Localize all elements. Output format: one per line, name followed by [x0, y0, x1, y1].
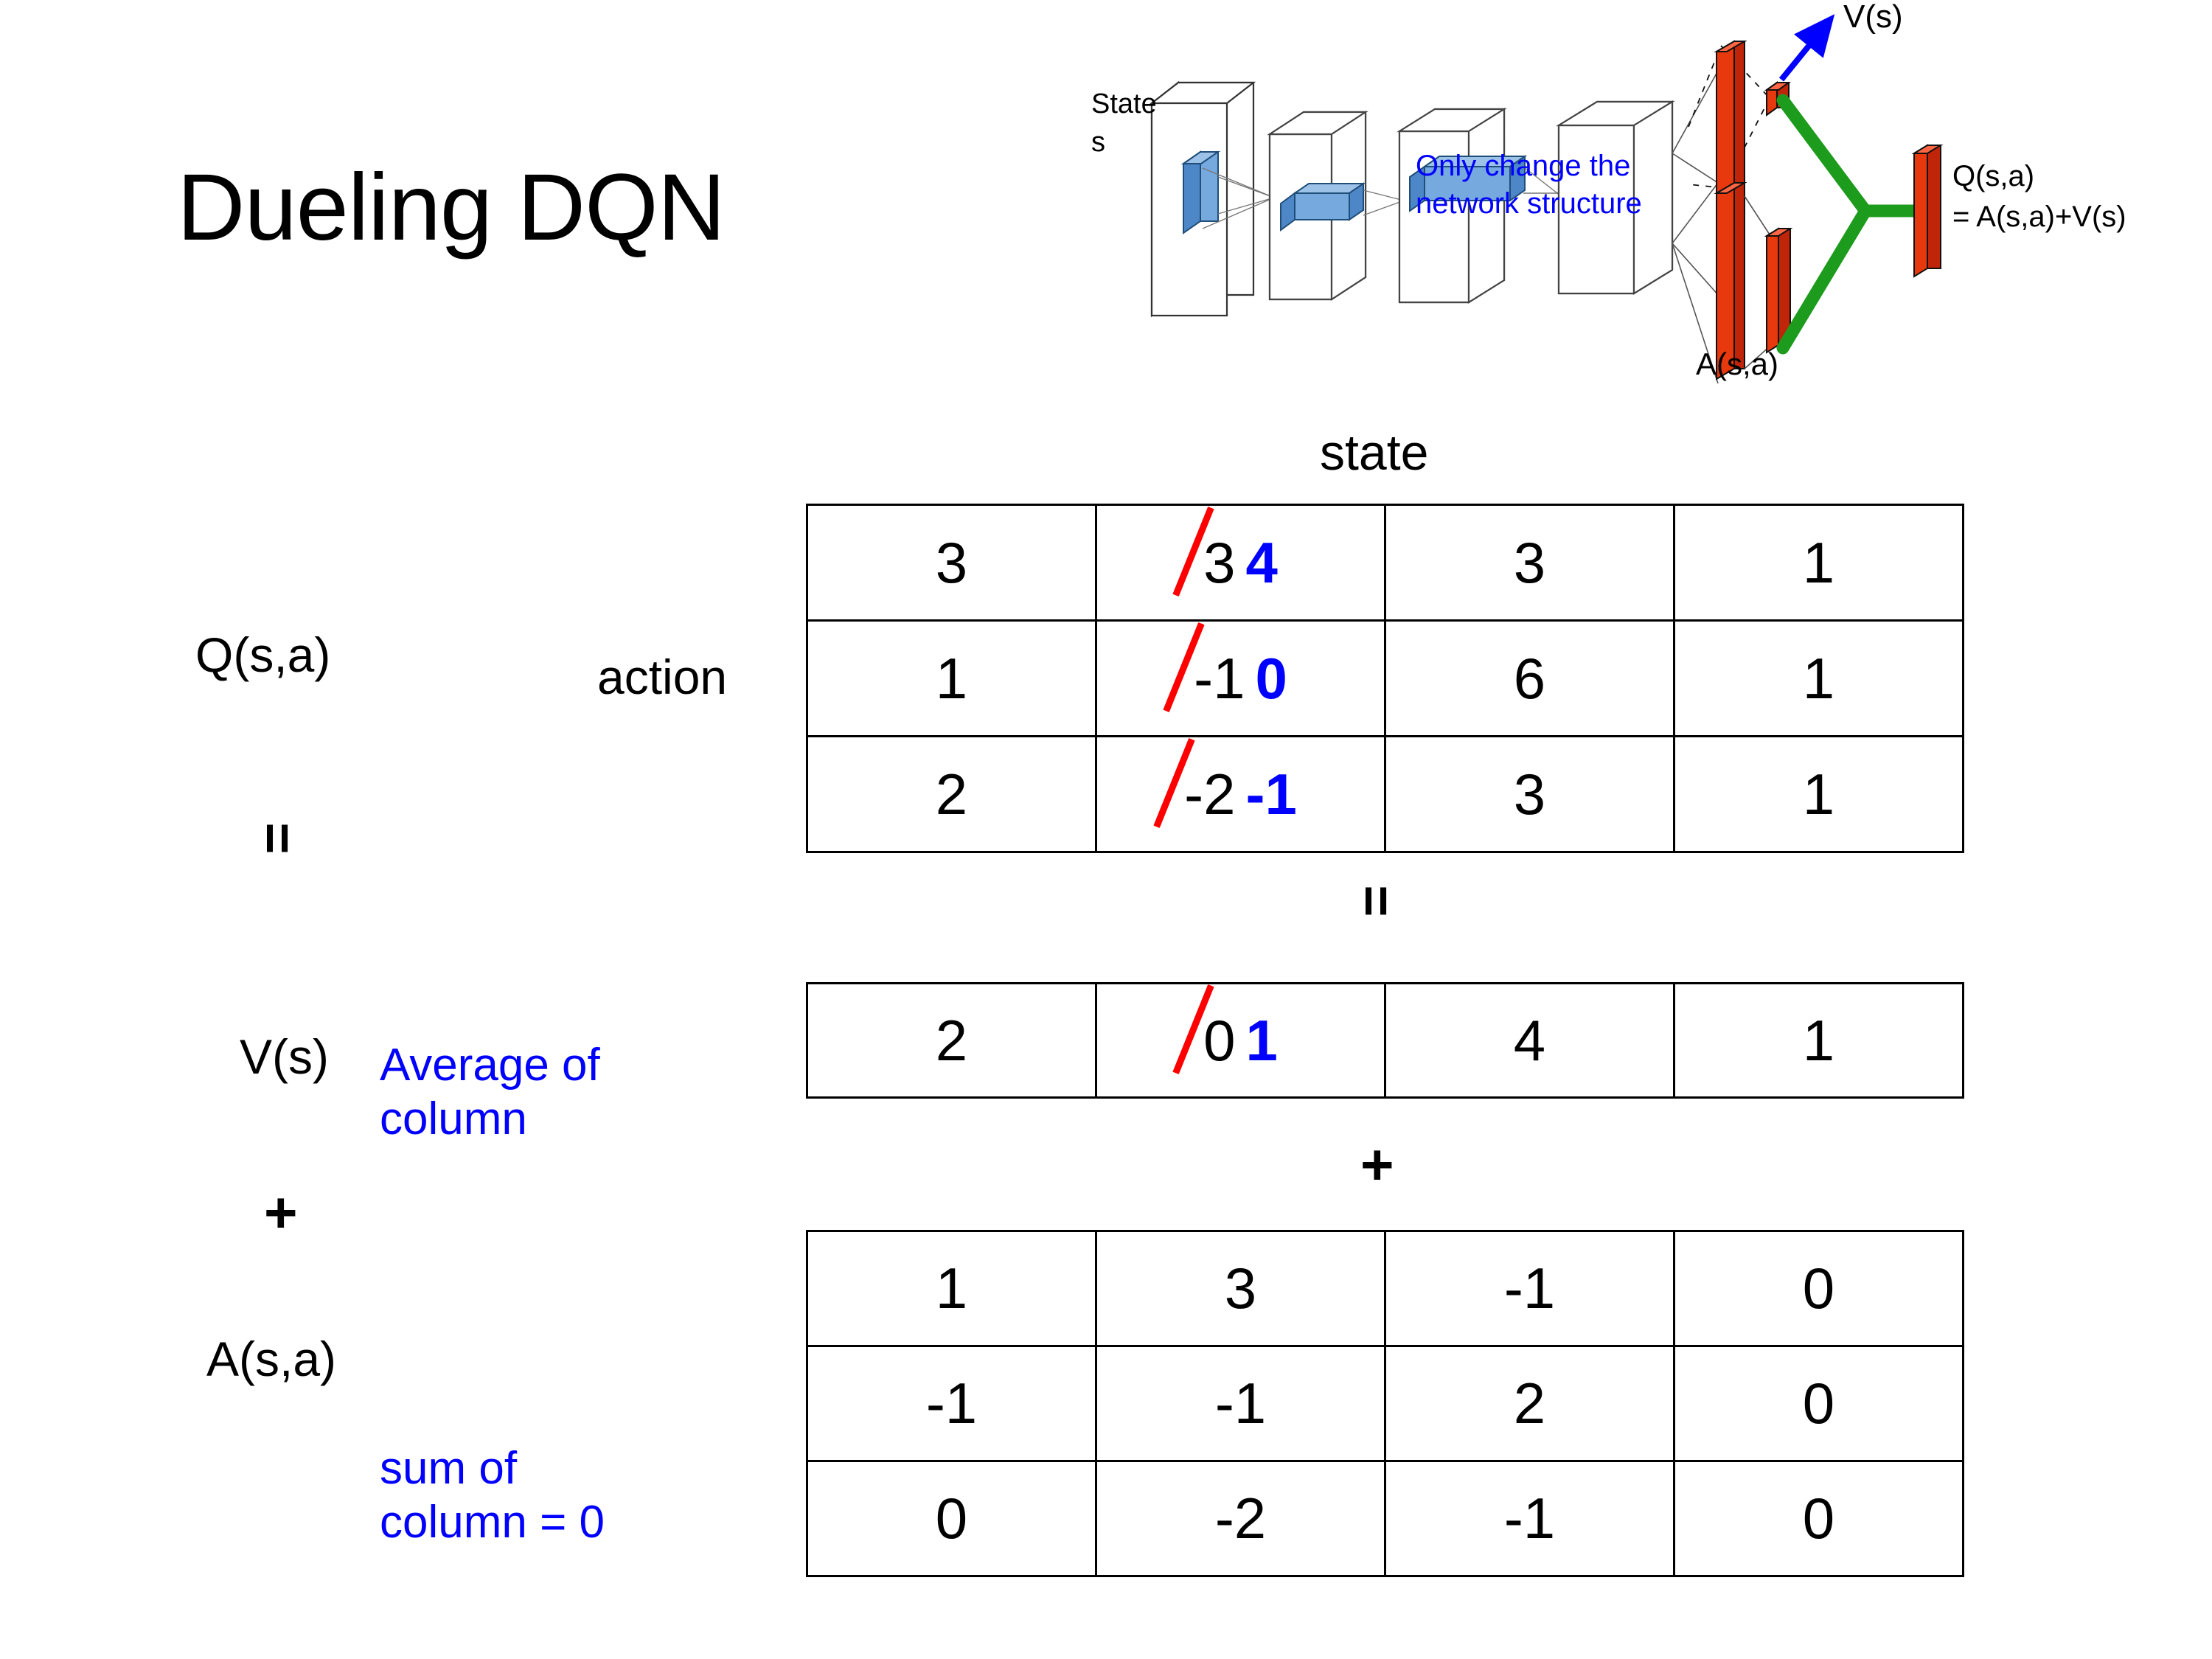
old-value-text: 3 [1203, 529, 1236, 595]
a-cell-r1c2: 2 [1384, 1345, 1675, 1462]
a-cell-r2c1: -2 [1095, 1460, 1386, 1577]
q-cell-r0c0: 3 [806, 504, 1097, 622]
sum-note-line1: sum of [380, 1443, 518, 1494]
table-row: -1 -1 2 0 [806, 1345, 1964, 1462]
a-cell-r1c3: 0 [1673, 1345, 1964, 1462]
figure-note-line2: network structure [1416, 187, 1642, 220]
q-cell-r1c2: 6 [1384, 619, 1675, 737]
equals-glyph-middle: = [1346, 885, 1408, 917]
v-cell-c1: 0 1 [1095, 982, 1386, 1099]
new-value: 4 [1245, 529, 1278, 595]
a-cell-r0c2: -1 [1384, 1230, 1675, 1347]
sum-of-column-note: sum of column = 0 [380, 1441, 605, 1549]
q-cell-r2c1: -2 -1 [1095, 735, 1386, 853]
q-cell-r0c2: 3 [1384, 504, 1675, 622]
equals-sign-left: = [248, 811, 309, 866]
average-of-column-note: Average of column [380, 1038, 600, 1146]
q-cell-r2c3: 1 [1673, 735, 1964, 853]
old-value: 0 [1172, 984, 1236, 1074]
v-cell-c0: 2 [806, 982, 1097, 1099]
table-row: 1 3 -1 0 [806, 1230, 1964, 1347]
a-cell-r0c1: 3 [1095, 1230, 1386, 1347]
old-value: 3 [1172, 506, 1236, 597]
a-function-label: A(s,a) [206, 1332, 337, 1386]
q-function-label: Q(s,a) [195, 627, 331, 682]
table-row: 2 -2 -1 3 1 [806, 735, 1964, 853]
figure-output-label-line1: Q(s,a) [1952, 160, 2035, 192]
v-cell-c3: 1 [1673, 982, 1964, 1099]
figure-value-label: V(s) [1843, 0, 1903, 35]
equals-glyph-left: = [247, 822, 309, 855]
edited-cell: -1 0 [1163, 622, 1287, 712]
v-table: 2 0 1 4 1 [806, 982, 1964, 1099]
v-function-label: V(s) [240, 1029, 329, 1084]
a-cell-r0c3: 0 [1673, 1230, 1964, 1347]
state-axis-label: state [1320, 425, 1429, 481]
average-note-line2: column [380, 1093, 527, 1145]
table-row: 1 -1 0 6 1 [806, 619, 1964, 737]
a-cell-r2c0: 0 [806, 1460, 1097, 1577]
page-title: Dueling DQN [177, 155, 726, 260]
a-table: 1 3 -1 0 -1 -1 2 0 0 -2 -1 0 [806, 1230, 1964, 1577]
old-value-text: -2 [1184, 761, 1236, 827]
plus-sign-left: + [264, 1180, 298, 1245]
action-axis-label: action [597, 650, 728, 704]
old-value: -1 [1163, 622, 1245, 712]
q-cell-r0c3: 1 [1673, 504, 1964, 622]
figure-input-label-s: s [1091, 127, 1105, 158]
plus-sign-middle: + [1360, 1132, 1394, 1197]
figure-advantage-label: A(s,a) [1696, 347, 1779, 381]
new-value: -1 [1245, 761, 1297, 827]
q-cell-r2c2: 3 [1384, 735, 1675, 853]
average-note-line1: Average of [380, 1040, 600, 1091]
figure-note: Only change the network structure [1416, 147, 1642, 223]
a-cell-r1c0: -1 [806, 1345, 1097, 1462]
edited-cell: -2 -1 [1153, 737, 1297, 828]
edited-cell: 3 4 [1172, 506, 1278, 597]
q-cell-r1c0: 1 [806, 619, 1097, 737]
table-row: 3 3 4 3 1 [806, 504, 1964, 622]
figure-input-label-state: State [1091, 88, 1157, 119]
new-value: 1 [1245, 1007, 1278, 1073]
edited-cell: 0 1 [1172, 984, 1278, 1074]
equals-sign-middle: = [1346, 874, 1408, 928]
table-row: 0 -2 -1 0 [806, 1460, 1964, 1577]
figure-note-line1: Only change the [1416, 150, 1631, 182]
q-table: 3 3 4 3 1 1 -1 0 6 1 2 [806, 504, 1964, 853]
table-row: 2 0 1 4 1 [806, 982, 1964, 1099]
old-value-text: -1 [1194, 645, 1245, 711]
v-cell-c2: 4 [1384, 982, 1675, 1099]
figure-output-label-line2: = A(s,a)+V(s) [1952, 201, 2126, 234]
a-cell-r1c1: -1 [1095, 1345, 1386, 1462]
a-cell-r2c2: -1 [1384, 1460, 1675, 1577]
old-value: -2 [1153, 737, 1236, 828]
q-cell-r1c1: -1 0 [1095, 619, 1386, 737]
figure-output-label: Q(s,a) = A(s,a)+V(s) [1952, 156, 2126, 237]
dueling-network-diagram: State s Only change the network structur… [1091, 0, 2212, 413]
q-cell-r0c1: 3 4 [1095, 504, 1386, 622]
old-value-text: 0 [1203, 1007, 1236, 1073]
a-cell-r0c0: 1 [806, 1230, 1097, 1347]
sum-note-line2: column = 0 [380, 1497, 605, 1548]
q-cell-r2c0: 2 [806, 735, 1097, 853]
q-cell-r1c3: 1 [1673, 619, 1964, 737]
a-cell-r2c3: 0 [1673, 1460, 1964, 1577]
new-value: 0 [1255, 645, 1287, 711]
